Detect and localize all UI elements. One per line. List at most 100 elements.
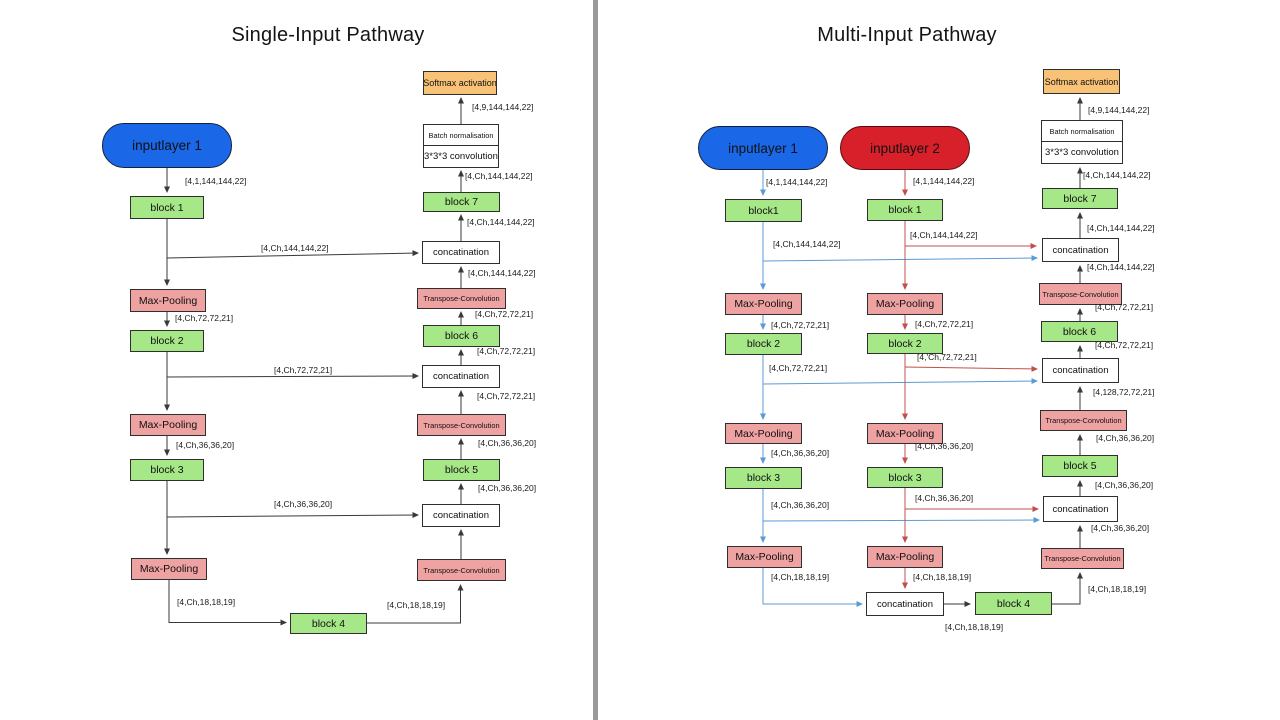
- multi-pathway-title: Multi-Input Pathway: [817, 24, 997, 46]
- edge-label: [4,Ch,18,18,19]: [945, 622, 1004, 632]
- edge-label: [4,Ch,36,36,20]: [1095, 480, 1154, 490]
- edge-label: [4,Ch,36,36,20]: [771, 500, 830, 510]
- edge-label: [4,'Ch,72,72,21]: [917, 352, 977, 362]
- multi-batch-normalisation: Batch normalisation: [1042, 121, 1122, 142]
- edge-label: [4,Ch,36,36,20]: [1091, 523, 1150, 533]
- multi-batchnorm-conv-box: Batch normalisation 3*3*3 convolution: [1041, 120, 1123, 164]
- edge-label: [4,Ch,144,144,22]: [1087, 223, 1155, 233]
- single-block-4: block 4: [290, 613, 367, 634]
- edge-label: [4,Ch,36,36,20]: [478, 438, 537, 448]
- multi-input-layer-2: inputlayer 2: [840, 126, 970, 170]
- single-softmax-activation: Softmax activation: [423, 71, 497, 95]
- edge-label: [4,Ch,36,36,20]: [176, 440, 235, 450]
- multi-max-pooling-2a: Max-Pooling: [725, 423, 802, 444]
- edge-label: [4,Ch,72,72,21]: [274, 365, 333, 375]
- edge-label: [4,Ch,36,36,20]: [478, 483, 537, 493]
- multi-block-7: block 7: [1042, 188, 1118, 209]
- multi-input-layer-1: inputlayer 1: [698, 126, 828, 170]
- edge-label: [4,Ch,72,72,21]: [175, 313, 234, 323]
- single-batchnorm-conv-box: Batch normalisation 3*3*3 convolution: [423, 124, 499, 168]
- multi-block-1a: block1: [725, 199, 802, 222]
- edge-label: [4,Ch,144,144,22]: [467, 217, 535, 227]
- multi-max-pooling-2b: Max-Pooling: [867, 423, 943, 444]
- multi-max-pooling-1b: Max-Pooling: [867, 293, 943, 315]
- edge-label: [4,Ch,18,18,19]: [1088, 584, 1147, 594]
- edge-label: [4,Ch,36,36,20]: [1096, 433, 1155, 443]
- multi-pathway-red-edges: [902, 170, 1039, 589]
- edge-label: [4,Ch,72,72,21]: [915, 319, 974, 329]
- edge-label: [4,Ch,36,36,20]: [771, 448, 830, 458]
- edge-label: [4,Ch,72,72,21]: [1095, 302, 1154, 312]
- edge-label: [4,Ch,144,144,22]: [468, 268, 536, 278]
- multi-convolution: 3*3*3 convolution: [1045, 147, 1119, 158]
- edge-label: [4,Ch,72,72,21]: [1095, 340, 1154, 350]
- edge-label: [4,Ch,72,72,21]: [771, 320, 830, 330]
- edge-label: [4,Ch,36,36,20]: [915, 493, 974, 503]
- multi-concat-3: concatination: [1043, 496, 1118, 522]
- single-block-3: block 3: [130, 459, 204, 481]
- single-max-pooling-1: Max-Pooling: [130, 289, 206, 312]
- single-concat-bottom: concatination: [422, 504, 500, 527]
- multi-pathway-black-edges: [944, 97, 1083, 607]
- single-transpose-conv-top: Transpose-Convolution: [417, 288, 506, 309]
- edge-label: [4,Ch,144,144,22]: [1087, 262, 1155, 272]
- edge-label: [4,Ch,72,72,21]: [477, 346, 536, 356]
- edge-label: [4,128,72,72,21]: [1093, 387, 1155, 397]
- multi-block-5: block 5: [1042, 455, 1118, 477]
- multi-block-1b: block 1: [867, 199, 943, 221]
- single-block-2: block 2: [130, 330, 204, 352]
- multi-concat-2: concatination: [1042, 358, 1119, 383]
- multi-max-pooling-3a: Max-Pooling: [727, 546, 802, 568]
- edge-label: [4,9,144,144,22]: [472, 102, 534, 112]
- edge-label: [4,1,144,144,22]: [185, 176, 247, 186]
- multi-block-2a: block 2: [725, 333, 802, 355]
- single-block-5: block 5: [423, 459, 500, 481]
- panel-divider: [593, 0, 598, 720]
- single-pathway-edges: [164, 97, 464, 626]
- edge-label: [4,Ch,36,36,20]: [274, 499, 333, 509]
- edge-label: [4,Ch,144,144,22]: [1083, 170, 1151, 180]
- edge-label: [4,Ch,72,72,21]: [769, 363, 828, 373]
- single-max-pooling-3: Max-Pooling: [131, 558, 207, 580]
- edge-label: [4,Ch,144,144,22]: [910, 230, 978, 240]
- single-input-layer-1: inputlayer 1: [102, 123, 232, 168]
- edge-label: [4,Ch,18,18,19]: [177, 597, 236, 607]
- multi-concat-center: concatination: [866, 592, 944, 616]
- single-convolution: 3*3*3 convolution: [424, 151, 498, 162]
- edge-label: [4,Ch,72,72,21]: [475, 309, 534, 319]
- single-pathway-title: Single-Input Pathway: [231, 24, 425, 46]
- edge-label: [4,Ch,18,18,19]: [771, 572, 830, 582]
- multi-concat-1: concatination: [1042, 238, 1119, 262]
- multi-transpose-conv-bottom: Transpose-Convolution: [1041, 548, 1124, 569]
- single-max-pooling-2: Max-Pooling: [130, 414, 206, 436]
- single-transpose-conv-bottom: Transpose-Convolution: [417, 559, 506, 581]
- edge-label: [4,1,144,144,22]: [913, 176, 975, 186]
- edge-label: [4,9,144,144,22]: [1088, 105, 1150, 115]
- multi-block-3a: block 3: [725, 467, 802, 489]
- multi-max-pooling-3b: Max-Pooling: [867, 546, 943, 568]
- single-block-6: block 6: [423, 325, 500, 347]
- single-block-7: block 7: [423, 192, 500, 212]
- multi-block-2b: block 2: [867, 333, 943, 354]
- edge-label: [4,Ch,144,144,22]: [773, 239, 841, 249]
- edge-label: [4,Ch,144,144,22]: [465, 171, 533, 181]
- multi-max-pooling-1a: Max-Pooling: [725, 293, 802, 315]
- single-concat-middle: concatination: [422, 365, 500, 388]
- multi-block-4: block 4: [975, 592, 1052, 615]
- single-block-1: block 1: [130, 196, 204, 219]
- single-concat-top: concatination: [422, 241, 500, 264]
- edge-label: [4,Ch,72,72,21]: [477, 391, 536, 401]
- multi-block-3b: block 3: [867, 467, 943, 488]
- edge-label: [4,Ch,36,36,20]: [915, 441, 974, 451]
- multi-softmax-activation: Softmax activation: [1043, 69, 1120, 94]
- single-transpose-conv-middle: Transpose-Convolution: [417, 414, 506, 436]
- edge-label: [4,Ch,144,144,22]: [261, 243, 329, 253]
- edge-label: [4,1,144,144,22]: [766, 177, 828, 187]
- multi-pathway-blue-edges: [760, 170, 1040, 607]
- multi-transpose-conv-middle: Transpose-Convolution: [1040, 410, 1127, 431]
- multi-transpose-conv-top: Transpose-Convolution: [1039, 283, 1122, 305]
- multi-block-6: block 6: [1041, 321, 1118, 342]
- single-batch-normalisation: Batch normalisation: [424, 125, 498, 146]
- edge-label: [4,Ch,18,18,19]: [387, 600, 446, 610]
- edge-label: [4,Ch,18,18,19]: [913, 572, 972, 582]
